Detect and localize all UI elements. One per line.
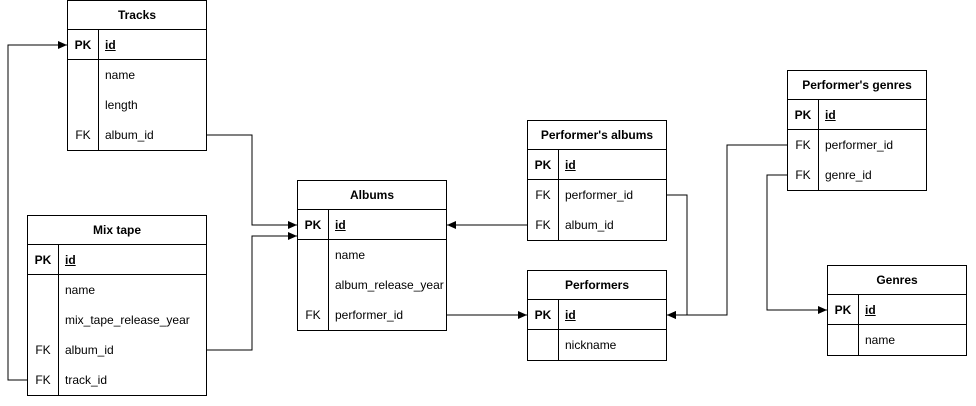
key-column-divider	[58, 245, 59, 395]
field-name: performer_id	[565, 188, 634, 202]
table-title: Genres	[828, 266, 966, 295]
field-name: id	[105, 37, 116, 52]
key-column-divider	[328, 210, 329, 330]
field-key: FK	[35, 343, 51, 357]
relation-perfgenres-performer-to-performers	[667, 144, 787, 319]
field-name: performer_id	[335, 308, 404, 322]
field-row: name	[298, 240, 446, 270]
field-name: genre_id	[825, 168, 872, 182]
field-name: id	[565, 157, 576, 172]
field-row: PK id	[28, 245, 206, 275]
field-name: mix_tape_release_year	[65, 313, 190, 327]
field-name: id	[825, 107, 836, 122]
field-key: PK	[834, 302, 852, 317]
key-column-divider	[558, 150, 559, 240]
field-row: FK performer_id	[788, 130, 926, 160]
table-title: Performer's albums	[528, 121, 666, 150]
field-key	[28, 305, 58, 335]
field-row: FK genre_id	[788, 160, 926, 190]
field-key: FK	[795, 138, 811, 152]
field-row: FK album_id	[528, 210, 666, 240]
field-name: album_release_year	[335, 278, 444, 292]
key-column-divider	[98, 30, 99, 150]
field-name: name	[65, 283, 96, 297]
table-title: Performers	[528, 271, 666, 300]
field-name: nickname	[565, 338, 617, 352]
field-row: PK id	[788, 100, 926, 130]
table-title: Performer's genres	[788, 71, 926, 100]
field-name: id	[865, 302, 876, 317]
table-title: Albums	[298, 181, 446, 210]
key-column-divider	[558, 300, 559, 360]
field-row: FK track_id	[28, 365, 206, 395]
field-name: track_id	[65, 373, 108, 387]
relation-perfalbums-performer-to-performers	[667, 194, 688, 319]
field-row: PK id	[68, 30, 206, 60]
field-key	[528, 330, 558, 360]
field-name: performer_id	[825, 138, 894, 152]
field-name: album_id	[65, 343, 114, 357]
field-row: FK performer_id	[298, 300, 446, 330]
field-key: FK	[35, 373, 51, 387]
field-row: PK id	[298, 210, 446, 240]
field-row: length	[68, 90, 206, 120]
field-row: PK id	[528, 150, 666, 180]
field-row: PK id	[528, 300, 666, 330]
field-key: FK	[795, 168, 811, 182]
field-name: length	[105, 98, 138, 112]
field-row: mix_tape_release_year	[28, 305, 206, 335]
field-row: name	[828, 325, 966, 355]
field-key: FK	[535, 188, 551, 202]
field-key	[68, 60, 98, 90]
field-name: id	[65, 252, 76, 267]
field-key: FK	[305, 308, 321, 322]
field-name: name	[865, 333, 896, 347]
field-name: id	[565, 307, 576, 322]
field-key: PK	[304, 217, 322, 232]
relation-tracks-album-to-albums	[207, 134, 297, 229]
relation-perfgenres-genre-to-genres	[766, 174, 827, 314]
field-key: PK	[34, 252, 52, 267]
key-column-divider	[818, 100, 819, 190]
field-row: FK performer_id	[528, 180, 666, 210]
field-key: FK	[75, 128, 91, 142]
field-row: name	[28, 275, 206, 305]
field-key	[298, 240, 328, 270]
field-key: FK	[535, 218, 551, 232]
field-name: album_id	[565, 218, 614, 232]
field-key	[298, 270, 328, 300]
field-row: FK album_id	[68, 120, 206, 150]
field-name: name	[335, 248, 366, 262]
field-name: id	[335, 217, 346, 232]
table-title: Mix tape	[28, 216, 206, 245]
field-row: PK id	[828, 295, 966, 325]
field-name: name	[105, 68, 136, 82]
field-row: nickname	[528, 330, 666, 360]
field-row: FK album_id	[28, 335, 206, 365]
field-name: album_id	[105, 128, 154, 142]
field-key	[68, 90, 98, 120]
field-key: PK	[534, 157, 552, 172]
field-key	[28, 275, 58, 305]
relation-mixtape-album-to-albums	[207, 232, 297, 351]
field-row: name	[68, 60, 206, 90]
field-row: album_release_year	[298, 270, 446, 300]
key-column-divider	[858, 295, 859, 355]
table-title: Tracks	[68, 1, 206, 30]
field-key: PK	[534, 307, 552, 322]
field-key: PK	[794, 107, 812, 122]
field-key	[828, 325, 858, 355]
field-key: PK	[74, 37, 92, 52]
